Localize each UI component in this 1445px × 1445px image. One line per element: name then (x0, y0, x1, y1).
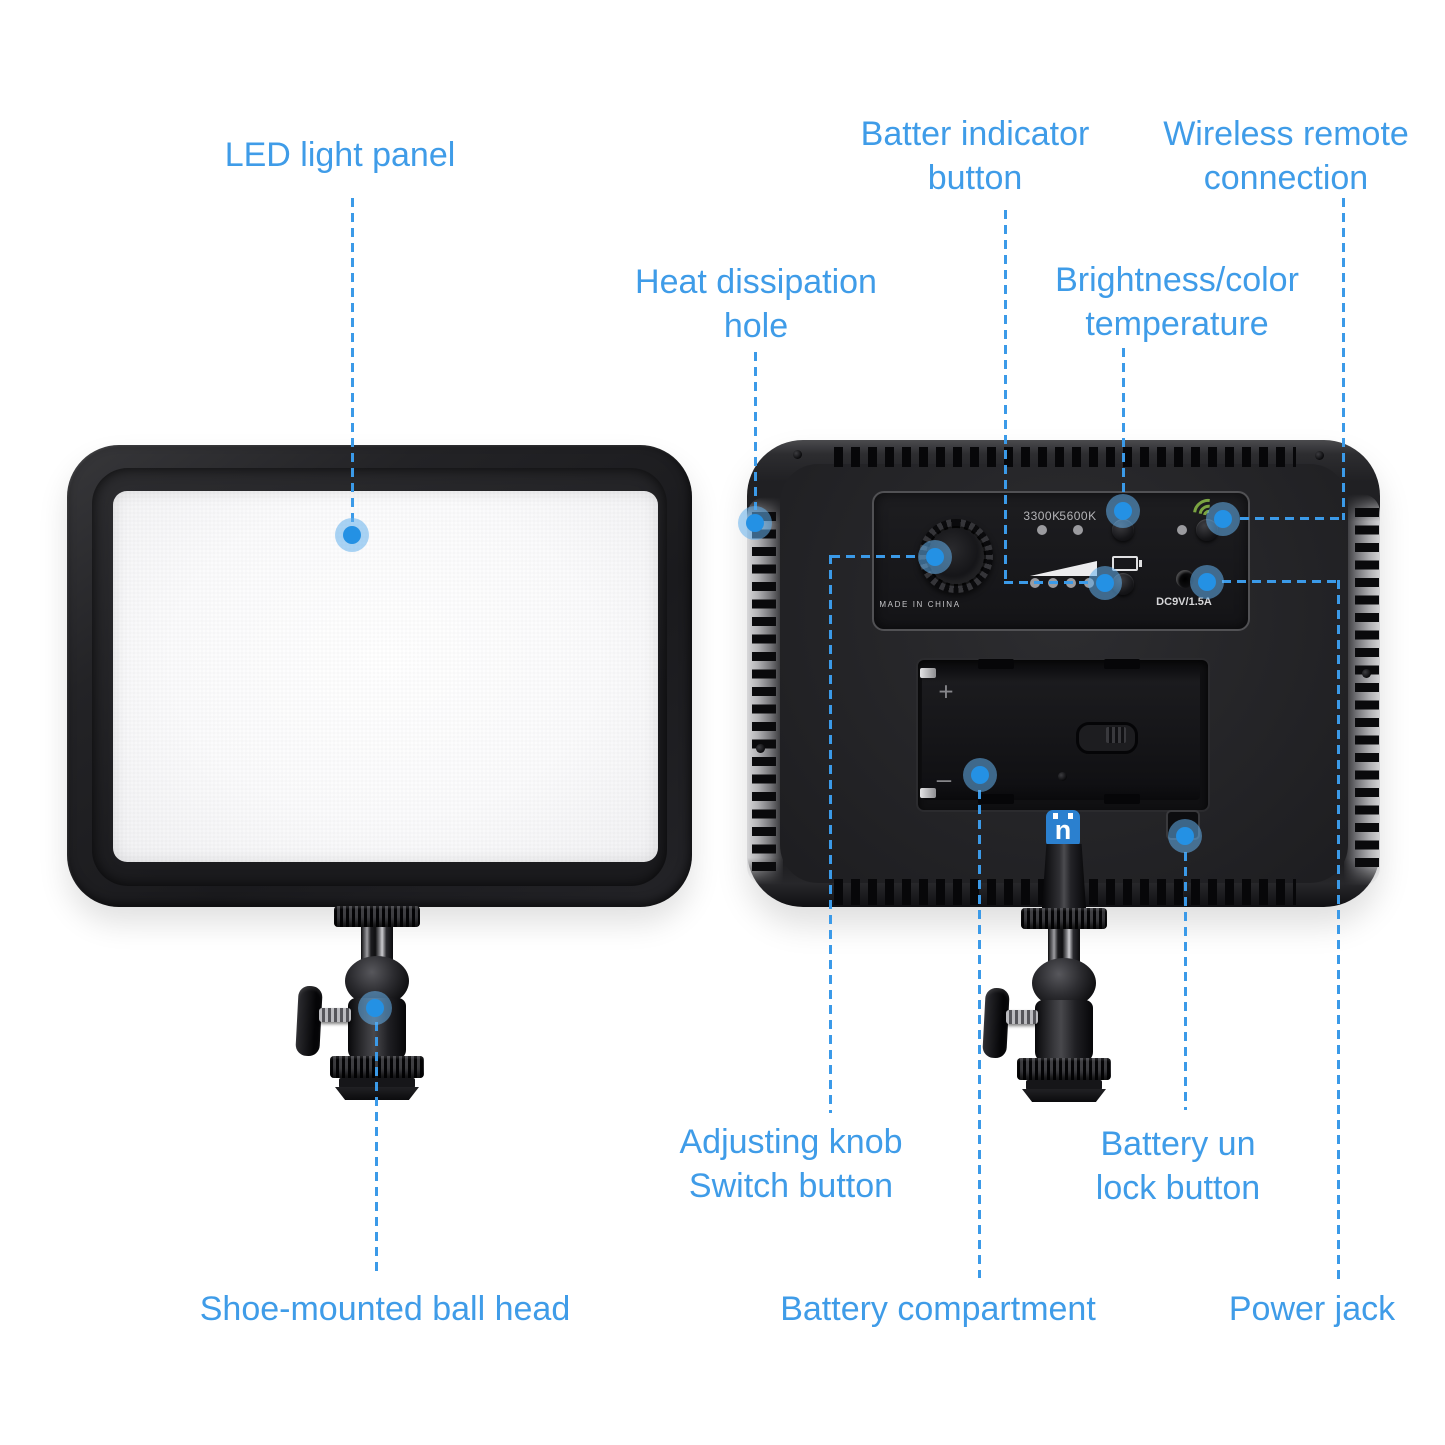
corner-screw (793, 450, 802, 459)
leader-wireless-h (1240, 517, 1344, 520)
battery-outline-icon (1112, 556, 1142, 571)
dot-ball-head (358, 991, 392, 1025)
back-ball-head (982, 908, 1124, 1108)
ball-head-ball (1032, 958, 1096, 1008)
label-power-jack: Power jack (1228, 1290, 1396, 1328)
rim-screw (1362, 669, 1371, 678)
leader-power-jack-h (1222, 580, 1339, 583)
made-in-china-label: MADE IN CHINA (879, 600, 961, 609)
dc-power-jack (1176, 570, 1194, 588)
leader-led-panel (351, 198, 354, 524)
cold-shoe-foot (1022, 1089, 1106, 1102)
battery-clip (978, 659, 1014, 669)
power-rating-label: DC9V/1.5A (1156, 596, 1212, 608)
leader-batter-indicator-v (1004, 210, 1007, 584)
battery-positive-mark: + (938, 676, 954, 707)
plate-screw (1058, 772, 1067, 781)
label-heat-dissipation-hole: Heat dissipation hole (635, 263, 877, 345)
leader-battery-unlock (1184, 852, 1187, 1110)
label-adjusting-knob-switch-button: Adjusting knob Switch button (679, 1123, 903, 1205)
dot-adjusting-knob (918, 540, 952, 574)
ball-head-collar (1026, 1080, 1102, 1090)
dot-batter-indicator (1088, 566, 1122, 600)
dot-wireless-button (1206, 502, 1240, 536)
leader-knob-v (829, 555, 832, 1113)
ball-head-top-ring (1021, 908, 1107, 929)
battery-contact-pin (920, 788, 936, 798)
battery-latch-grip (1106, 727, 1126, 743)
ball-head-body (1035, 1000, 1093, 1062)
label-batter-indicator-button: Batter indicator button (860, 115, 1090, 197)
leader-wireless-v (1342, 198, 1345, 520)
label-shoe-mounted-ball-head: Shoe-mounted ball head (199, 1290, 571, 1328)
ball-head-screw-post (1048, 929, 1080, 962)
battery-contact-pin (920, 668, 936, 678)
leader-knob-h (831, 555, 921, 558)
leader-brightness (1122, 348, 1125, 498)
leader-batter-indicator-h (1004, 581, 1092, 584)
leader-ball-head (375, 1022, 378, 1272)
label-led-light-panel: LED light panel (224, 136, 456, 174)
battery-clip (1104, 659, 1140, 669)
brand-logo: n (1046, 810, 1080, 848)
corner-screw (1315, 451, 1324, 460)
dot-brightness-button (1106, 494, 1140, 528)
ball-head-lock-lever (295, 985, 323, 1057)
leader-power-jack-v (1337, 580, 1340, 1280)
dot-battery-compartment (963, 758, 997, 792)
label-wireless-remote-connection: Wireless remote connection (1163, 115, 1409, 197)
top-vent-slots (834, 447, 1296, 467)
mount-post (1042, 844, 1086, 908)
battery-slide-latch (1076, 722, 1138, 754)
indicator-led-5600k (1073, 525, 1083, 535)
rim-screw (756, 744, 765, 753)
led-diffuser-panel (113, 491, 658, 862)
ball-head-lock-lever (982, 987, 1010, 1059)
battery-clip (978, 794, 1014, 804)
ball-head-screw-post (361, 927, 393, 960)
ball-head-top-ring (334, 906, 420, 927)
right-vent-slots (1355, 508, 1379, 874)
label-battery-compartment: Battery compartment (780, 1290, 1096, 1328)
dot-led-panel (335, 518, 369, 552)
battery-clip (1104, 794, 1140, 804)
indicator-led-3300k (1037, 525, 1047, 535)
dot-heat-hole (738, 506, 772, 540)
label-brightness-color-temperature: Brightness/color temperature (1055, 261, 1299, 343)
leader-heat-hole (754, 352, 757, 510)
color-temp-3300k-label: 3300K (1023, 509, 1061, 523)
dot-power-jack (1190, 565, 1224, 599)
color-temp-5600k-label: 5600K (1059, 509, 1097, 523)
label-battery-unlock-button: Battery un lock button (1095, 1125, 1261, 1207)
dot-battery-unlock (1168, 819, 1202, 853)
ball-head-lever-shaft (1006, 1010, 1038, 1024)
ball-head-lock-ring (1017, 1058, 1111, 1080)
left-vent-slots (752, 512, 776, 872)
leader-battery-compartment (978, 790, 981, 1278)
battery-negative-mark: – (936, 763, 952, 794)
wireless-indicator-led (1177, 525, 1187, 535)
ball-head-lever-shaft (319, 1008, 351, 1022)
